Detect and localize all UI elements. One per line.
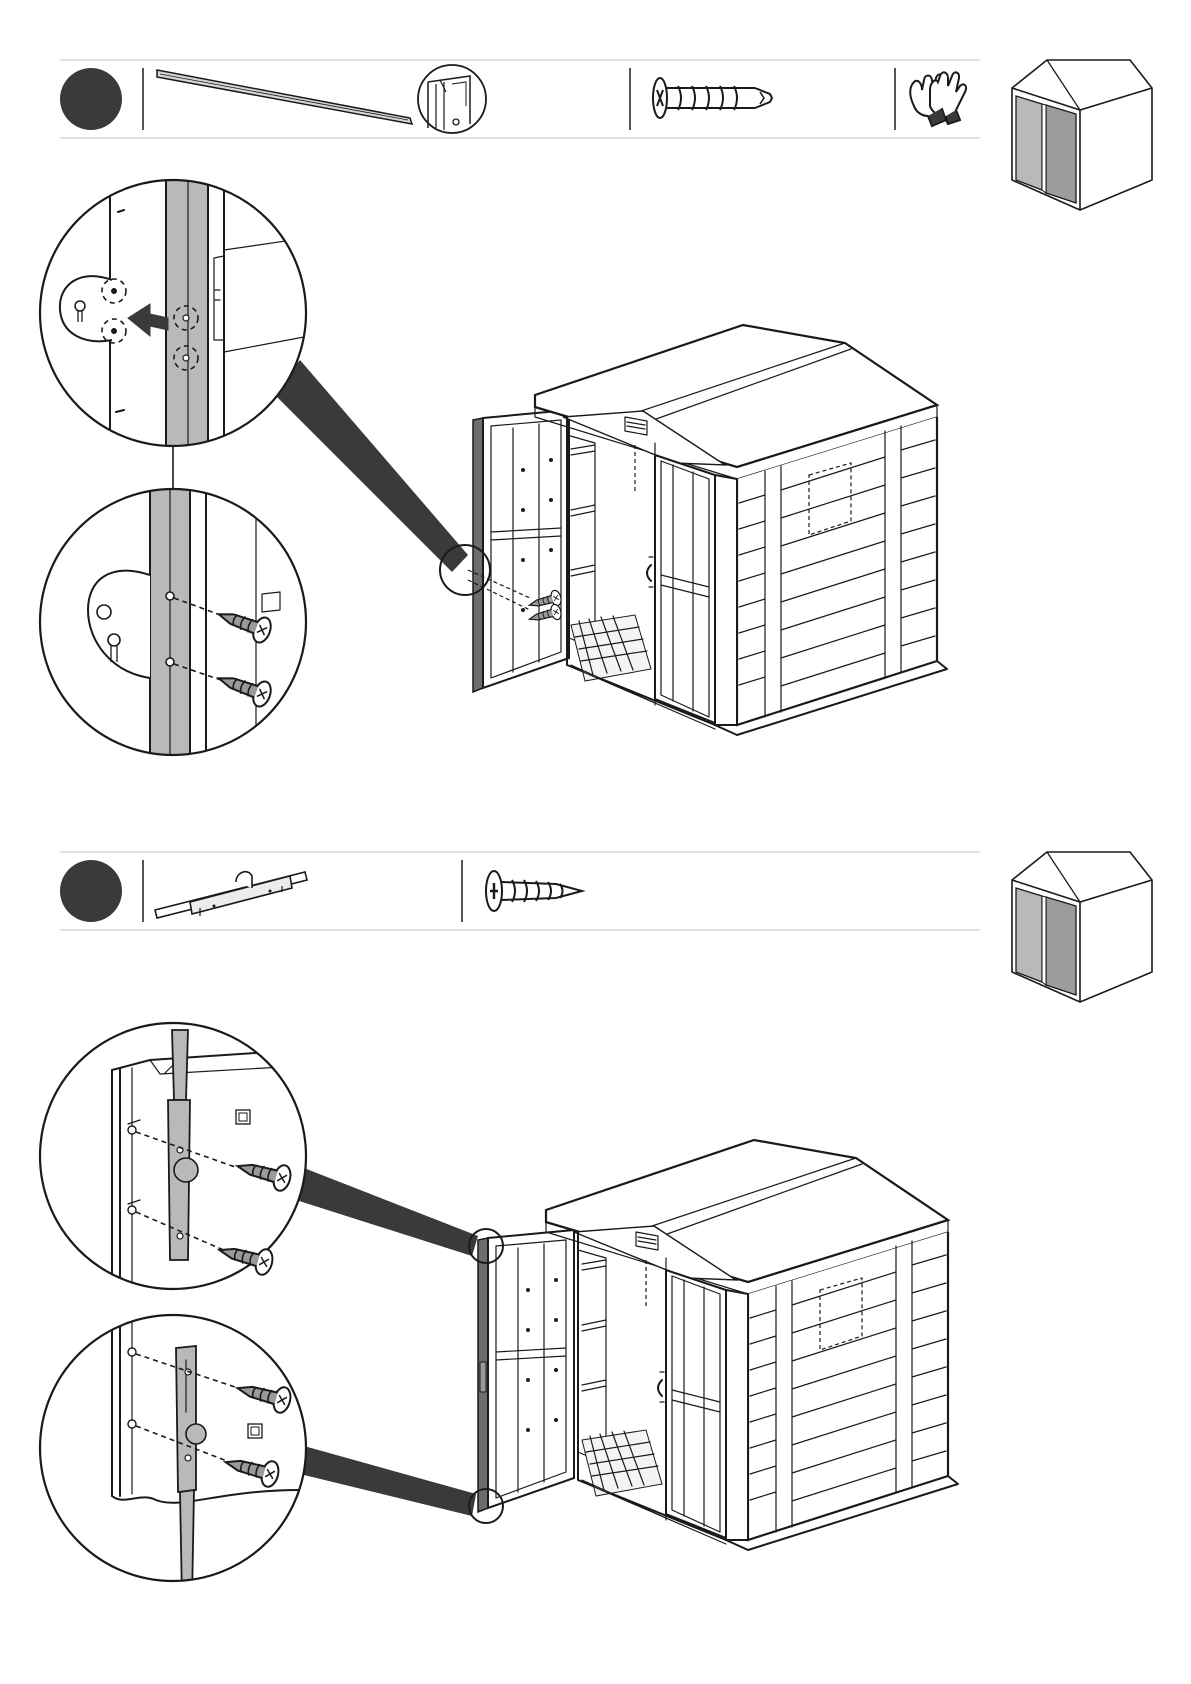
self-drilling-screw-icon bbox=[653, 78, 772, 118]
gloves-icon bbox=[910, 72, 966, 126]
profile-detail-icon bbox=[418, 65, 486, 133]
long-hinge-profile-icon bbox=[157, 70, 412, 124]
bottom-door-bolt-detail bbox=[0, 1300, 476, 1610]
shed-thumbnail-icon bbox=[1012, 60, 1152, 210]
step-a-shed-illustration bbox=[440, 325, 947, 735]
step-b bbox=[0, 852, 1152, 1610]
wood-screw-icon bbox=[486, 871, 582, 911]
top-door-bolt-detail bbox=[0, 1010, 478, 1310]
step-b-shed-illustration bbox=[469, 1140, 958, 1550]
step-a-badge bbox=[60, 68, 122, 130]
step-a bbox=[0, 60, 1152, 780]
step-b-badge bbox=[60, 860, 122, 922]
door-bolt-icon bbox=[155, 872, 307, 918]
hinge-screw-fixing-detail bbox=[0, 480, 400, 780]
shed-thumbnail-icon bbox=[1012, 852, 1152, 1002]
step-b-parts-bar bbox=[60, 852, 980, 930]
step-a-parts-bar bbox=[60, 60, 980, 138]
